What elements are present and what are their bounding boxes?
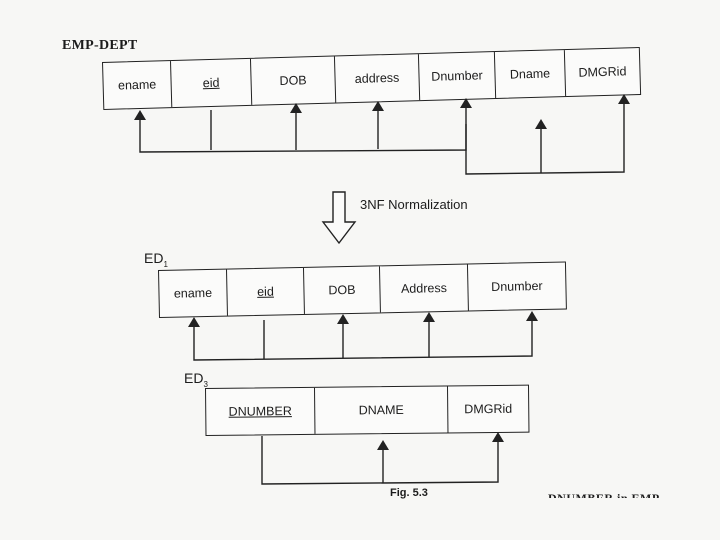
arrowhead-address bbox=[372, 101, 384, 111]
emp-dept-fd-lines bbox=[139, 102, 625, 175]
ed1-attr-address: Address bbox=[379, 264, 469, 313]
arrowhead-ed3-dmgrid bbox=[492, 432, 504, 442]
normalization-label: 3NF Normalization bbox=[360, 197, 468, 212]
normalization-arrow bbox=[321, 191, 357, 245]
ed1-fd-lines bbox=[193, 318, 533, 361]
ed3-attr-dmgrid: DMGRid bbox=[464, 401, 513, 417]
arrowhead-ed1-address bbox=[423, 312, 435, 322]
arrowhead-dnumber bbox=[460, 98, 472, 108]
ed3-fd-lines bbox=[261, 436, 499, 485]
arrowhead-ed1-dnumber bbox=[526, 311, 538, 321]
arrowhead-dmgrid bbox=[618, 94, 630, 104]
emp-dept-arrowheads bbox=[134, 94, 630, 129]
ed3-subscript: 3 bbox=[203, 379, 208, 389]
ed1-name: ED bbox=[144, 250, 164, 266]
arrowhead-ed1-ename bbox=[188, 317, 200, 327]
ed3-arrowheads bbox=[377, 432, 504, 450]
ed1-relation: ename eid DOB Address Dnumber bbox=[158, 261, 567, 318]
footer-fragment: DNUMBER in EMP bbox=[548, 491, 660, 498]
ed3-label: ED3 bbox=[184, 370, 208, 389]
figure-caption: Fig. 5.3 bbox=[390, 487, 428, 499]
diagram-title: EMP-DEPT bbox=[62, 38, 138, 53]
arrowhead-ed3-dname bbox=[377, 440, 389, 450]
arrowhead-dob bbox=[290, 103, 302, 113]
ed1-subscript: 1 bbox=[163, 259, 168, 269]
ed1-attr-ename: ename bbox=[159, 269, 228, 317]
ed1-label: ED1 bbox=[144, 250, 168, 269]
ed1-attr-dnumber: Dnumber bbox=[491, 278, 543, 295]
arrowhead-dname bbox=[535, 119, 547, 129]
ed1-arrowheads bbox=[188, 311, 538, 327]
ed3-relation: DNUMBER DNAME DMGRid bbox=[205, 384, 530, 436]
ed1-attr-eid: eid bbox=[227, 267, 305, 316]
arrowhead-ed1-dob bbox=[337, 314, 349, 324]
ed3-attr-dnumber: DNUMBER bbox=[206, 387, 316, 435]
ed1-attr-dob: DOB bbox=[303, 266, 381, 314]
ed3-attr-dname: DNAME bbox=[315, 386, 449, 434]
arrowhead-ename bbox=[134, 110, 146, 120]
ed3-name: ED bbox=[184, 370, 204, 386]
